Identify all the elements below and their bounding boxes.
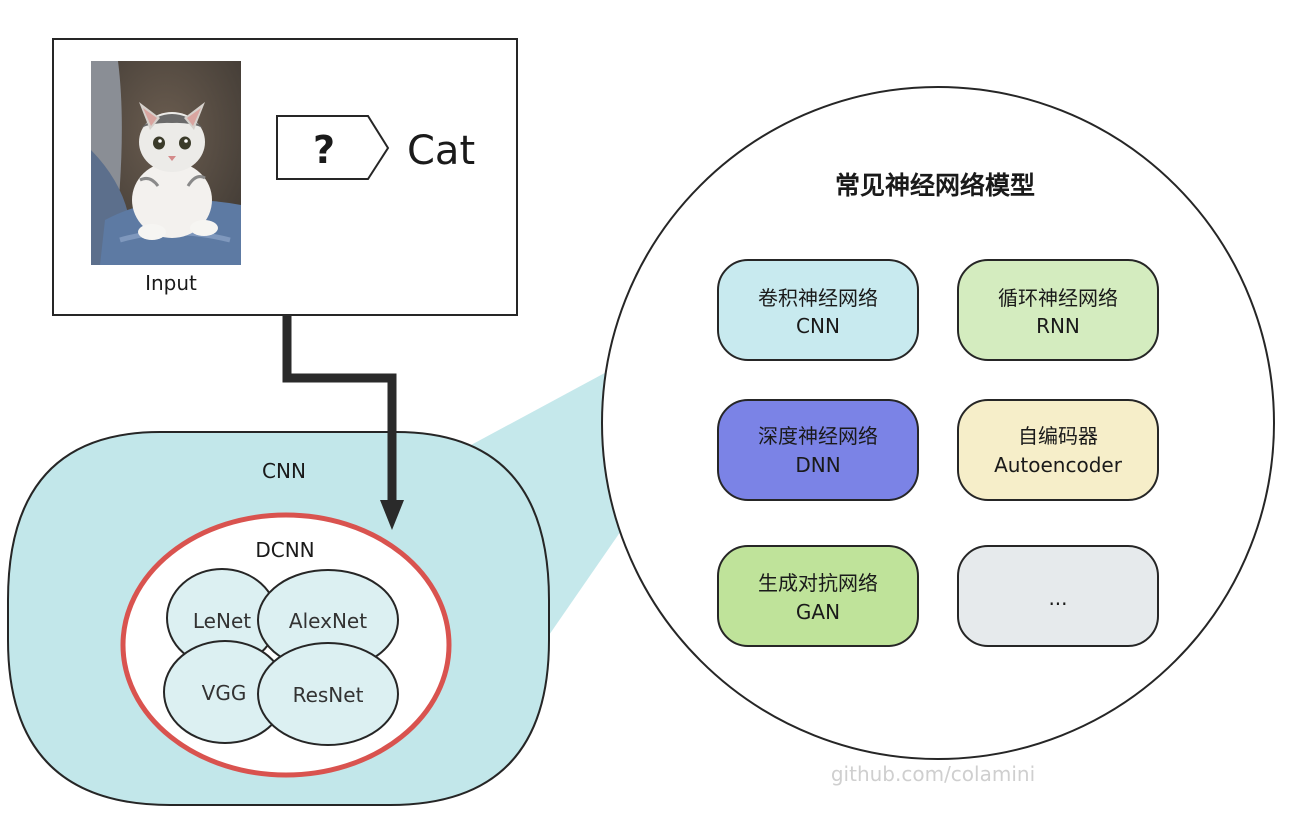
unknown-model-tag <box>276 115 390 180</box>
input-panel: Input ? Cat <box>52 38 518 316</box>
model-bubble-resnet <box>257 642 399 746</box>
model-card-cnn: 卷积神经网络 CNN <box>717 259 919 361</box>
cnn-region: CNN DCNN LeNet AlexNet VGG ResNet <box>7 431 550 806</box>
model-card-gan: 生成对抗网络 GAN <box>717 545 919 647</box>
model-label-lenet: LeNet <box>193 609 251 633</box>
model-card-more: ... <box>957 545 1159 647</box>
model-card-dnn: 深度神经网络 DNN <box>717 399 919 501</box>
model-card-rnn-en: RNN <box>1036 314 1080 338</box>
output-label: Cat <box>407 128 475 174</box>
model-card-gan-zh: 生成对抗网络 <box>758 571 878 595</box>
unknown-model-symbol: ? <box>313 128 335 172</box>
model-overview-title: 常见神经网络模型 <box>835 171 1035 200</box>
model-card-rnn: 循环神经网络 RNN <box>957 259 1159 361</box>
model-label-alexnet: AlexNet <box>289 609 367 633</box>
dcnn-label: DCNN <box>255 538 314 562</box>
arrow-head <box>380 500 404 530</box>
model-label-resnet: ResNet <box>293 683 364 707</box>
input-label: Input <box>145 271 197 295</box>
model-card-autoencoder-en: Autoencoder <box>994 453 1123 477</box>
flow-arrow <box>282 315 404 530</box>
model-card-gan-en: GAN <box>796 600 840 624</box>
model-label-vgg: VGG <box>202 681 247 705</box>
model-card-autoencoder-zh: 自编码器 <box>1018 424 1098 448</box>
model-card-autoencoder: 自编码器 Autoencoder <box>957 399 1159 501</box>
model-card-cnn-zh: 卷积神经网络 <box>758 286 878 310</box>
cat-photo <box>91 61 241 265</box>
model-card-more-label: ... <box>1048 586 1067 610</box>
cnn-region-label: CNN <box>262 459 306 483</box>
watermark: github.com/colamini <box>831 762 1035 786</box>
model-bubbles: LeNet AlexNet VGG ResNet <box>163 568 399 746</box>
model-card-dnn-en: DNN <box>795 453 840 477</box>
model-card-dnn-zh: 深度神经网络 <box>758 424 878 448</box>
model-overview: 常见神经网络模型 卷积神经网络 CNN 循环神经网络 RNN 深度神经网络 DN… <box>601 86 1275 760</box>
model-card-cnn-en: CNN <box>796 314 840 338</box>
model-card-rnn-zh: 循环神经网络 <box>998 286 1118 310</box>
